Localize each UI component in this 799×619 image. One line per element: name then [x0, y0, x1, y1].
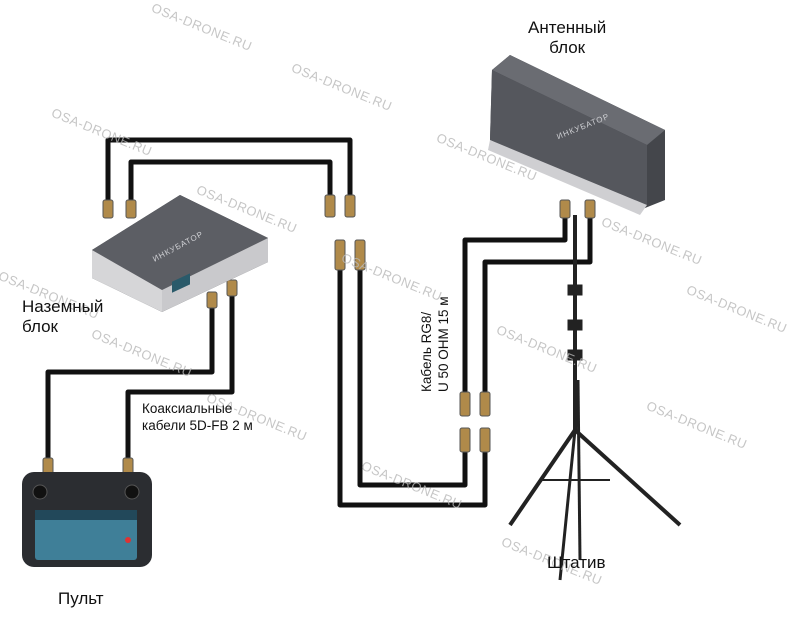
ground-unit	[92, 195, 268, 312]
connector	[344, 194, 356, 218]
connector	[354, 239, 366, 271]
coax-cable-label: Коаксиальные кабели 5D-FB 2 м	[142, 401, 253, 433]
connectors	[42, 194, 596, 475]
rg8-cable-label: Кабель RG8/ U 50 OHM 15 м	[419, 296, 451, 392]
antenna-unit	[488, 55, 665, 215]
connector	[479, 391, 491, 417]
cable-rg8-left-b	[337, 267, 488, 508]
cable-rg8-right-a	[462, 207, 568, 398]
connector	[559, 199, 571, 219]
antenna-unit-label: Антенный блок	[528, 18, 607, 57]
connector	[334, 239, 346, 271]
cables	[45, 137, 593, 508]
cable-coax-b	[125, 285, 235, 468]
ground-unit-label: Наземный блок	[22, 297, 104, 336]
connector	[459, 391, 471, 417]
connector	[459, 427, 471, 453]
cable-rg8-right-b	[482, 207, 593, 398]
remote-controller	[22, 472, 152, 567]
cable-ground-to-rg8-b	[128, 159, 333, 208]
cable-rg8-left-a	[357, 267, 468, 488]
cable-ground-to-rg8-a	[105, 137, 353, 208]
connector	[42, 457, 54, 475]
connector	[122, 457, 134, 475]
connector	[125, 199, 137, 219]
connector	[324, 194, 336, 218]
connector	[479, 427, 491, 453]
connector	[102, 199, 114, 219]
connector	[206, 291, 218, 309]
tripod-label: Штатив	[547, 553, 606, 572]
remote-label: Пульт	[58, 589, 104, 608]
connector	[226, 279, 238, 297]
tripod	[508, 215, 682, 581]
connector	[584, 199, 596, 219]
cable-coax-a	[45, 297, 215, 468]
ground-unit-screen	[172, 273, 190, 293]
